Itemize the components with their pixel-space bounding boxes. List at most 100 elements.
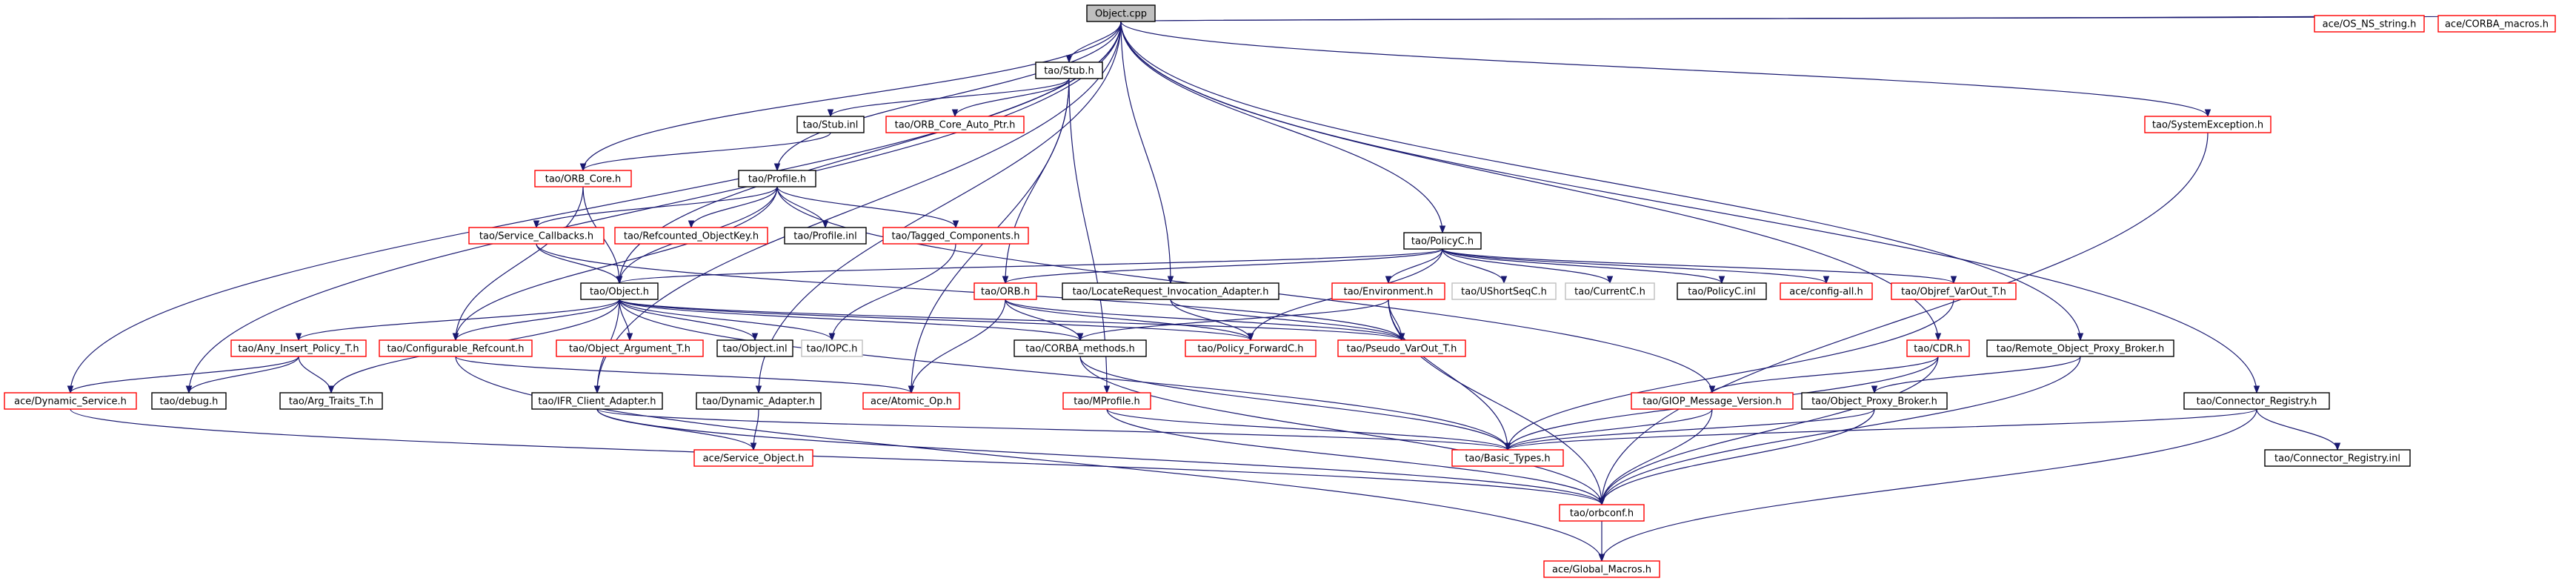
edge-orb_core_h-to-configurable_refcount bbox=[452, 186, 584, 342]
node-object-h[interactable]: tao/Object.h bbox=[580, 282, 659, 300]
node-corba-macros[interactable]: ace/CORBA_macros.h bbox=[2437, 15, 2556, 33]
node-dynamic-adapter[interactable]: tao/Dynamic_Adapter.h bbox=[696, 392, 822, 410]
node-label: tao/Profile.inl bbox=[793, 231, 856, 242]
edge-configurable_refcount-to-atomic_op bbox=[455, 356, 915, 394]
node-arg-traits[interactable]: tao/Arg_Traits_T.h bbox=[279, 392, 383, 410]
edge-cdr_h-to-giop_message_version bbox=[1708, 356, 1939, 394]
node-label: ace/config-all.h bbox=[1789, 287, 1863, 298]
node-label: tao/Arg_Traits_T.h bbox=[289, 396, 373, 408]
edge-policyc_h-to-config_all bbox=[1442, 248, 1830, 285]
edge-object_h-to-object_inl bbox=[619, 299, 759, 342]
node-orbconf[interactable]: tao/orbconf.h bbox=[1559, 504, 1645, 522]
node-any-insert-policy[interactable]: tao/Any_Insert_Policy_T.h bbox=[230, 339, 367, 357]
node-label: tao/Basic_Types.h bbox=[1465, 454, 1550, 465]
node-label: tao/Refcounted_ObjectKey.h bbox=[624, 231, 759, 242]
edge-stub_inl-to-orb_core_h bbox=[579, 132, 831, 172]
node-label: tao/CDR.h bbox=[1914, 344, 1962, 355]
node-object-proxy-broker[interactable]: tao/Object_Proxy_Broker.h bbox=[1801, 392, 1948, 410]
edge-any_insert_policy-to-arg_traits bbox=[298, 356, 335, 394]
node-basic-types[interactable]: tao/Basic_Types.h bbox=[1451, 449, 1564, 467]
edge-object_h-to-configurable_refcount bbox=[452, 299, 620, 342]
node-debug-h[interactable]: tao/debug.h bbox=[151, 392, 227, 410]
node-label: ace/Atomic_Op.h bbox=[871, 396, 952, 408]
node-ifr-client-adapter[interactable]: tao/IFR_Client_Adapter.h bbox=[531, 392, 663, 410]
node-label: tao/orbconf.h bbox=[1570, 508, 1634, 519]
node-label: tao/Configurable_Refcount.h bbox=[387, 344, 524, 355]
node-label: tao/LocateRequest_Invocation_Adapter.h bbox=[1073, 287, 1269, 298]
node-remote-object-proxy[interactable]: tao/Remote_Object_Proxy_Broker.h bbox=[1986, 339, 2174, 357]
node-profile-inl[interactable]: tao/Profile.inl bbox=[784, 227, 867, 245]
node-label: tao/SystemException.h bbox=[2152, 120, 2263, 131]
node-locaterequest[interactable]: tao/LocateRequest_Invocation_Adapter.h bbox=[1062, 282, 1279, 300]
node-connector-registry-inl[interactable]: tao/Connector_Registry.inl bbox=[2264, 449, 2411, 467]
edge-configurable_refcount-to-global_macros bbox=[455, 356, 1605, 562]
node-label: tao/ORB.h bbox=[981, 287, 1030, 298]
edge-object_h-to-iiopc bbox=[619, 299, 836, 342]
node-label: tao/Object.h bbox=[590, 287, 649, 298]
edge-stub_h-to-orb_core_auto_ptr bbox=[951, 78, 1070, 118]
edge-orb_h-to-pseudo_varout bbox=[1005, 299, 1405, 342]
node-environment-h[interactable]: tao/Environment.h bbox=[1331, 282, 1445, 300]
node-global-macros[interactable]: ace/Global_Macros.h bbox=[1543, 560, 1660, 578]
node-label: tao/Policy_ForwardC.h bbox=[1197, 344, 1303, 355]
edge-tagged_components-to-iiopc bbox=[828, 243, 956, 342]
edge-environment_h-to-corba_methods bbox=[1076, 299, 1389, 342]
edge-object_cpp-to-dynamic_service bbox=[67, 21, 1122, 394]
edge-policyc_h-to-object_h bbox=[616, 248, 1443, 285]
node-os-ns-string[interactable]: ace/OS_NS_string.h bbox=[2314, 15, 2425, 33]
node-service-object[interactable]: ace/Service_Object.h bbox=[693, 449, 813, 467]
node-label: tao/Stub.inl bbox=[803, 120, 859, 131]
node-mprofile[interactable]: tao/MProfile.h bbox=[1062, 392, 1151, 410]
node-orb-core-auto-ptr[interactable]: tao/ORB_Core_Auto_Ptr.h bbox=[885, 116, 1025, 133]
node-service-callbacks[interactable]: tao/Service_Callbacks.h bbox=[468, 227, 605, 245]
node-label: tao/CORBA_methods.h bbox=[1025, 344, 1134, 355]
node-refcounted-objectkey[interactable]: tao/Refcounted_ObjectKey.h bbox=[614, 227, 768, 245]
node-label: ace/CORBA_macros.h bbox=[2445, 19, 2549, 30]
edge-cdr_h-to-orbconf bbox=[1598, 356, 1939, 506]
node-giop-message-version[interactable]: tao/GIOP_Message_Version.h bbox=[1631, 392, 1794, 410]
node-objref-varout[interactable]: tao/Objref_VarOut_T.h bbox=[1891, 282, 2017, 300]
edge-object_h-to-any_insert_policy bbox=[295, 299, 620, 342]
node-label: ace/Global_Macros.h bbox=[1552, 565, 1651, 576]
node-iiopc: tao/IOPC.h bbox=[801, 339, 863, 357]
node-label: ace/OS_NS_string.h bbox=[2323, 19, 2417, 30]
node-label: Object.cpp bbox=[1095, 9, 1147, 20]
edge-policyc_h-to-currentc bbox=[1442, 248, 1614, 285]
node-object-argument[interactable]: tao/Object_Argument_T.h bbox=[556, 339, 704, 357]
node-dynamic-service[interactable]: ace/Dynamic_Service.h bbox=[4, 392, 137, 410]
node-tagged-components[interactable]: tao/Tagged_Components.h bbox=[882, 227, 1029, 245]
node-object-inl[interactable]: tao/Object.inl bbox=[716, 339, 793, 357]
node-config-all[interactable]: ace/config-all.h bbox=[1780, 282, 1873, 300]
node-label: tao/PolicyC.inl bbox=[1688, 287, 1755, 298]
edge-dynamic_adapter-to-service_object bbox=[750, 408, 759, 451]
node-profile-h[interactable]: tao/Profile.h bbox=[738, 170, 816, 187]
node-connector-registry-h[interactable]: tao/Connector_Registry.h bbox=[2183, 392, 2330, 410]
edge-policyc_h-to-environment_h bbox=[1385, 248, 1443, 285]
edge-ifr_client_adapter-to-service_object bbox=[596, 408, 757, 451]
node-label: tao/Service_Callbacks.h bbox=[479, 231, 593, 242]
edge-corba_methods-to-orbconf bbox=[1079, 356, 1605, 506]
edge-giop_message_version-to-orbconf bbox=[1598, 408, 1713, 506]
node-pseudo-varout[interactable]: tao/Pseudo_VarOut_T.h bbox=[1337, 339, 1466, 357]
node-atomic-op[interactable]: ace/Atomic_Op.h bbox=[862, 392, 960, 410]
node-orb-h[interactable]: tao/ORB.h bbox=[974, 282, 1037, 300]
node-policyc-h[interactable]: tao/PolicyC.h bbox=[1403, 232, 1482, 250]
node-label: tao/Object_Argument_T.h bbox=[569, 344, 690, 355]
node-systemexception[interactable]: tao/SystemException.h bbox=[2144, 116, 2272, 133]
node-label: tao/IOPC.h bbox=[807, 344, 858, 355]
edge-connector_registry_h-to-basic_types bbox=[1504, 408, 2257, 451]
edge-profile_h-to-refcounted_objectkey bbox=[688, 186, 778, 229]
node-stub-inl[interactable]: tao/Stub.inl bbox=[796, 116, 865, 133]
node-policy-forwardc[interactable]: tao/Policy_ForwardC.h bbox=[1185, 339, 1317, 357]
node-configurable-refcount[interactable]: tao/Configurable_Refcount.h bbox=[379, 339, 533, 357]
node-ushortseqc: tao/UShortSeqC.h bbox=[1451, 282, 1557, 300]
node-label: tao/Tagged_Components.h bbox=[891, 231, 1019, 242]
node-orb-core-h[interactable]: tao/ORB_Core.h bbox=[534, 170, 632, 187]
node-stub-h[interactable]: tao/Stub.h bbox=[1035, 62, 1103, 79]
node-label: tao/Objref_VarOut_T.h bbox=[1901, 287, 2006, 298]
edge-object_cpp-to-dynamic_adapter bbox=[755, 21, 1122, 394]
node-policyc-inl[interactable]: tao/PolicyC.inl bbox=[1677, 282, 1767, 300]
node-corba-methods[interactable]: tao/CORBA_methods.h bbox=[1014, 339, 1147, 357]
node-cdr-h[interactable]: tao/CDR.h bbox=[1906, 339, 1970, 357]
